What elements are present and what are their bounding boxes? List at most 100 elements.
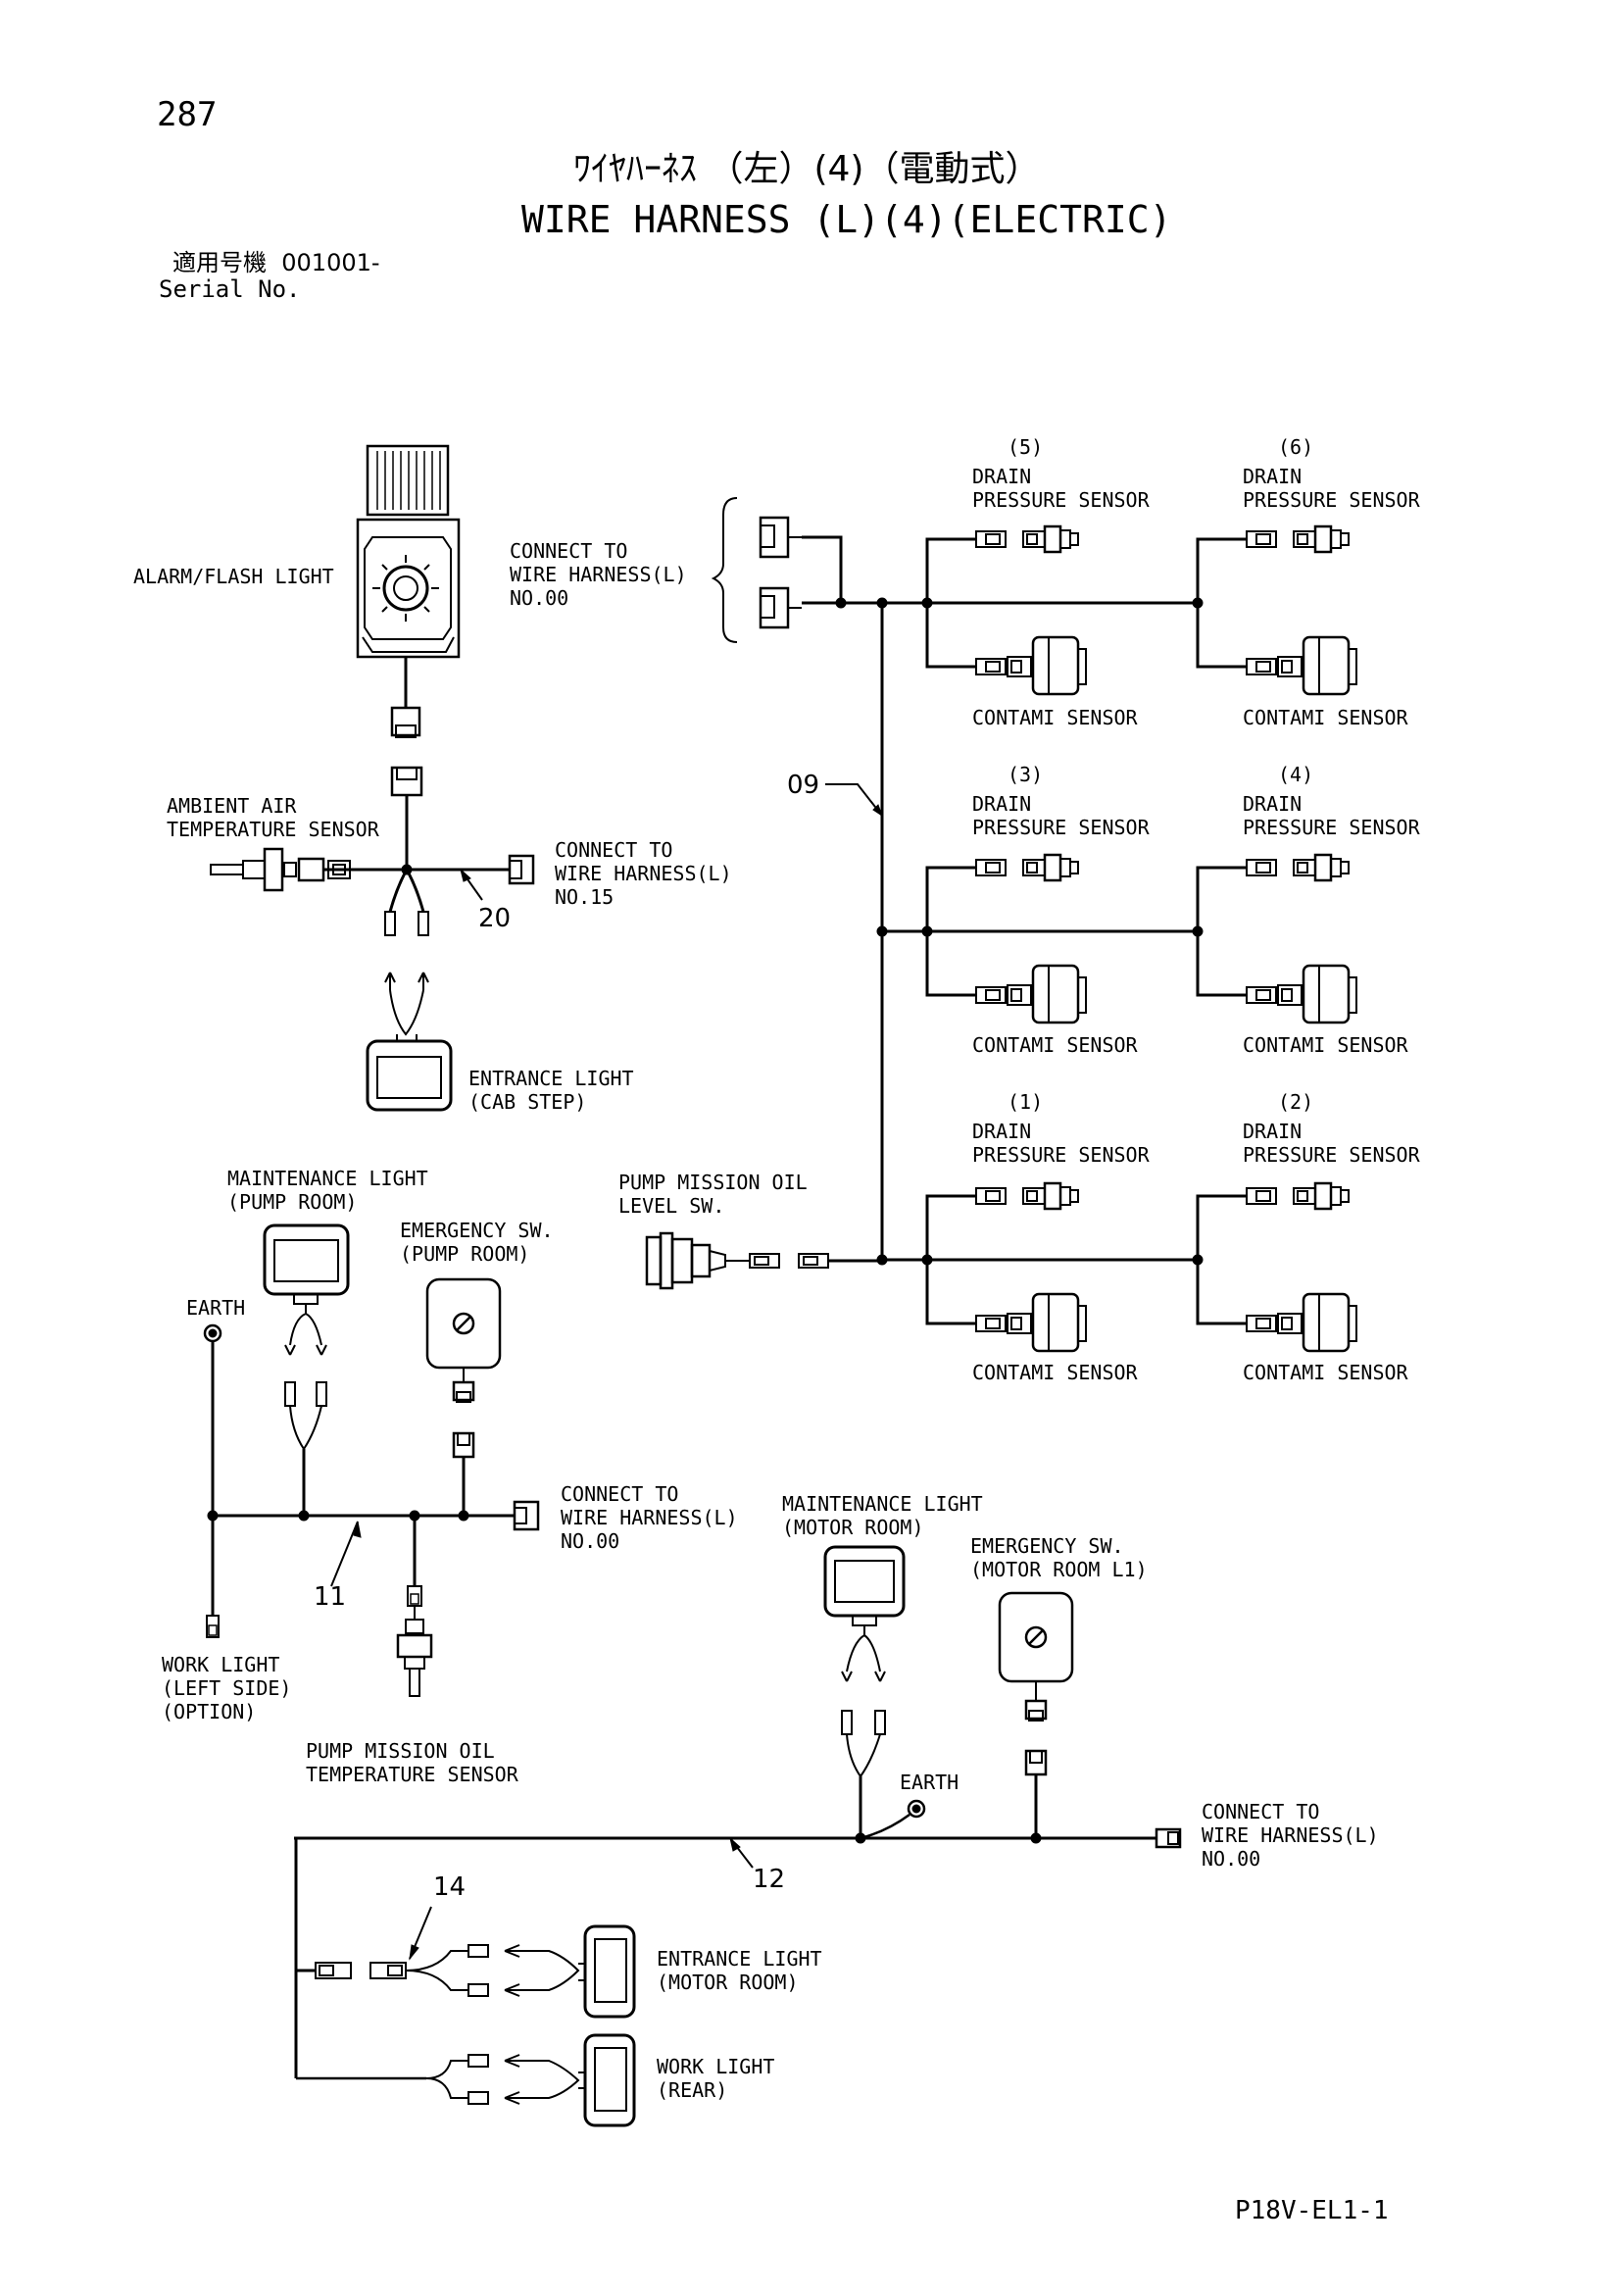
label-work-left-line3: (OPTION) [162, 1700, 257, 1723]
serial-label-japanese: 適用号機 001001- [172, 249, 380, 276]
sensor-2-id: (2) [1278, 1090, 1314, 1114]
drain-connector-plug [1246, 859, 1277, 876]
drawing-code: P18V-EL1-1 [1235, 2196, 1389, 2225]
label-entrance-cab-line2: (CAB STEP) [468, 1090, 587, 1114]
part-number-12: 12 [753, 1865, 786, 1894]
label-ambient-line2: TEMPERATURE SENSOR [167, 818, 379, 841]
label-entrance-motor-line1: ENTRANCE LIGHT [657, 1947, 822, 1971]
contami-sensor-body [1302, 1292, 1351, 1353]
drain-pressure-sensor-body [1043, 1181, 1062, 1211]
contami-connector-socket [1277, 656, 1303, 677]
label-pump-temp-line2: TEMPERATURE SENSOR [306, 1763, 518, 1786]
harness-12 [294, 1545, 1182, 2127]
drain-connector-plug [975, 859, 1007, 876]
label-maint-pump-line2: (PUMP ROOM) [227, 1190, 358, 1214]
sensor-6-drain-line1: DRAIN [1243, 465, 1303, 488]
contami-connector-plug [1246, 1315, 1277, 1332]
label-emerg-pump-line2: (PUMP ROOM) [400, 1242, 530, 1266]
sensor-5-drain-line2: PRESSURE SENSOR [972, 488, 1150, 512]
label-connect-mid-line2: WIRE HARNESS(L) [561, 1506, 738, 1529]
sensor-6-drain-line2: PRESSURE SENSOR [1243, 488, 1420, 512]
label-maint-motor-line1: MAINTENANCE LIGHT [782, 1492, 983, 1516]
serial-label-english: Serial No. [159, 275, 301, 303]
drain-pressure-sensor-body [1043, 524, 1062, 554]
sensor-4-drain-line1: DRAIN [1243, 792, 1303, 816]
sensor-4-id: (4) [1278, 763, 1314, 786]
sensor-block-4 [1196, 853, 1357, 1024]
sensor-6-id: (6) [1278, 435, 1314, 459]
label-connect-bot-line2: WIRE HARNESS(L) [1202, 1823, 1379, 1847]
sensor-3-id: (3) [1008, 763, 1044, 786]
label-entrance-cab-line1: ENTRANCE LIGHT [468, 1067, 634, 1090]
drain-connector-plug [1246, 530, 1277, 548]
label-maint-motor-line2: (MOTOR ROOM) [782, 1516, 924, 1539]
sensor-6-contami: CONTAMI SENSOR [1243, 706, 1408, 729]
sensor-5-contami: CONTAMI SENSOR [972, 706, 1138, 729]
drain-pressure-sensor-body [1313, 853, 1333, 882]
label-work-rear-line2: (REAR) [657, 2078, 728, 2102]
label-connect-15-line3: NO.15 [555, 885, 615, 909]
label-work-left-line1: WORK LIGHT [162, 1653, 280, 1676]
label-emerg-motor-line2: (MOTOR ROOM L1) [970, 1558, 1148, 1581]
sensor-5-id: (5) [1008, 435, 1044, 459]
contami-sensor-body [1302, 635, 1351, 696]
drain-connector-plug [975, 1187, 1007, 1205]
contami-connector-plug [975, 986, 1007, 1004]
label-work-left-line2: (LEFT SIDE) [162, 1676, 292, 1700]
sensor-2-contami: CONTAMI SENSOR [1243, 1361, 1408, 1384]
label-connect-mid-line1: CONNECT TO [561, 1482, 679, 1506]
sensor-4-drain-line2: PRESSURE SENSOR [1243, 816, 1420, 839]
label-pump-level-line2: LEVEL SW. [618, 1194, 725, 1218]
part-number-14: 14 [433, 1872, 467, 1902]
sensor-2-drain-line1: DRAIN [1243, 1120, 1303, 1143]
contami-connector-plug [975, 658, 1007, 675]
drain-pressure-sensor-body [1313, 1181, 1333, 1211]
harness-20 [210, 766, 535, 1112]
sensor-1-contami: CONTAMI SENSOR [972, 1361, 1138, 1384]
sensor-3-drain-line2: PRESSURE SENSOR [972, 816, 1150, 839]
label-emerg-motor-line1: EMERGENCY SW. [970, 1534, 1124, 1558]
label-connect-top-line2: WIRE HARNESS(L) [510, 563, 687, 586]
contami-sensor-body [1031, 635, 1080, 696]
harness-11 [203, 1223, 540, 1697]
alarm-flash-light-symbol [356, 444, 461, 738]
contami-connector-plug [1246, 986, 1277, 1004]
part-number-11: 11 [314, 1582, 347, 1612]
sensor-1-drain-line2: PRESSURE SENSOR [972, 1143, 1150, 1167]
sensor-block-5 [925, 524, 1087, 696]
part-number-09: 09 [787, 771, 820, 800]
sensor-3-contami: CONTAMI SENSOR [972, 1033, 1138, 1057]
label-alarm-flash-light: ALARM/FLASH LIGHT [133, 565, 334, 588]
drain-pressure-sensor-body [1313, 524, 1333, 554]
label-earth-bottom: EARTH [900, 1771, 959, 1794]
page-number: 287 [157, 95, 218, 134]
pump-level-switch-symbol [645, 1231, 882, 1290]
sensor-blocks [925, 524, 1357, 1353]
drain-connector-plug [975, 530, 1007, 548]
sensor-2-drain-line2: PRESSURE SENSOR [1243, 1143, 1420, 1167]
sensor-block-1 [925, 1181, 1087, 1353]
label-ambient-line1: AMBIENT AIR [167, 794, 297, 818]
label-emerg-pump-line1: EMERGENCY SW. [400, 1219, 554, 1242]
title-english: WIRE HARNESS (L)(4)(ELECTRIC) [521, 198, 1172, 241]
contami-connector-socket [1007, 656, 1032, 677]
label-entrance-motor-line2: (MOTOR ROOM) [657, 1971, 799, 1994]
contami-connector-socket [1007, 1313, 1032, 1334]
title-japanese: ﾜｲﾔﾊｰﾈｽ （左）(4)（電動式） [573, 149, 1041, 189]
label-connect-15-line1: CONNECT TO [555, 838, 673, 862]
sensor-4-contami: CONTAMI SENSOR [1243, 1033, 1408, 1057]
sensor-block-2 [1196, 1181, 1357, 1353]
label-work-rear-line1: WORK LIGHT [657, 2055, 775, 2078]
contami-sensor-body [1031, 964, 1080, 1024]
drain-pressure-sensor-body [1043, 853, 1062, 882]
contami-sensor-body [1302, 964, 1351, 1024]
contami-connector-socket [1277, 984, 1303, 1006]
part-number-20: 20 [478, 904, 512, 933]
sensor-1-id: (1) [1008, 1090, 1044, 1114]
drain-connector-plug [1246, 1187, 1277, 1205]
label-pump-level-line1: PUMP MISSION OIL [618, 1171, 808, 1194]
label-connect-bot-line3: NO.00 [1202, 1847, 1261, 1871]
label-pump-temp-line1: PUMP MISSION OIL [306, 1739, 495, 1763]
